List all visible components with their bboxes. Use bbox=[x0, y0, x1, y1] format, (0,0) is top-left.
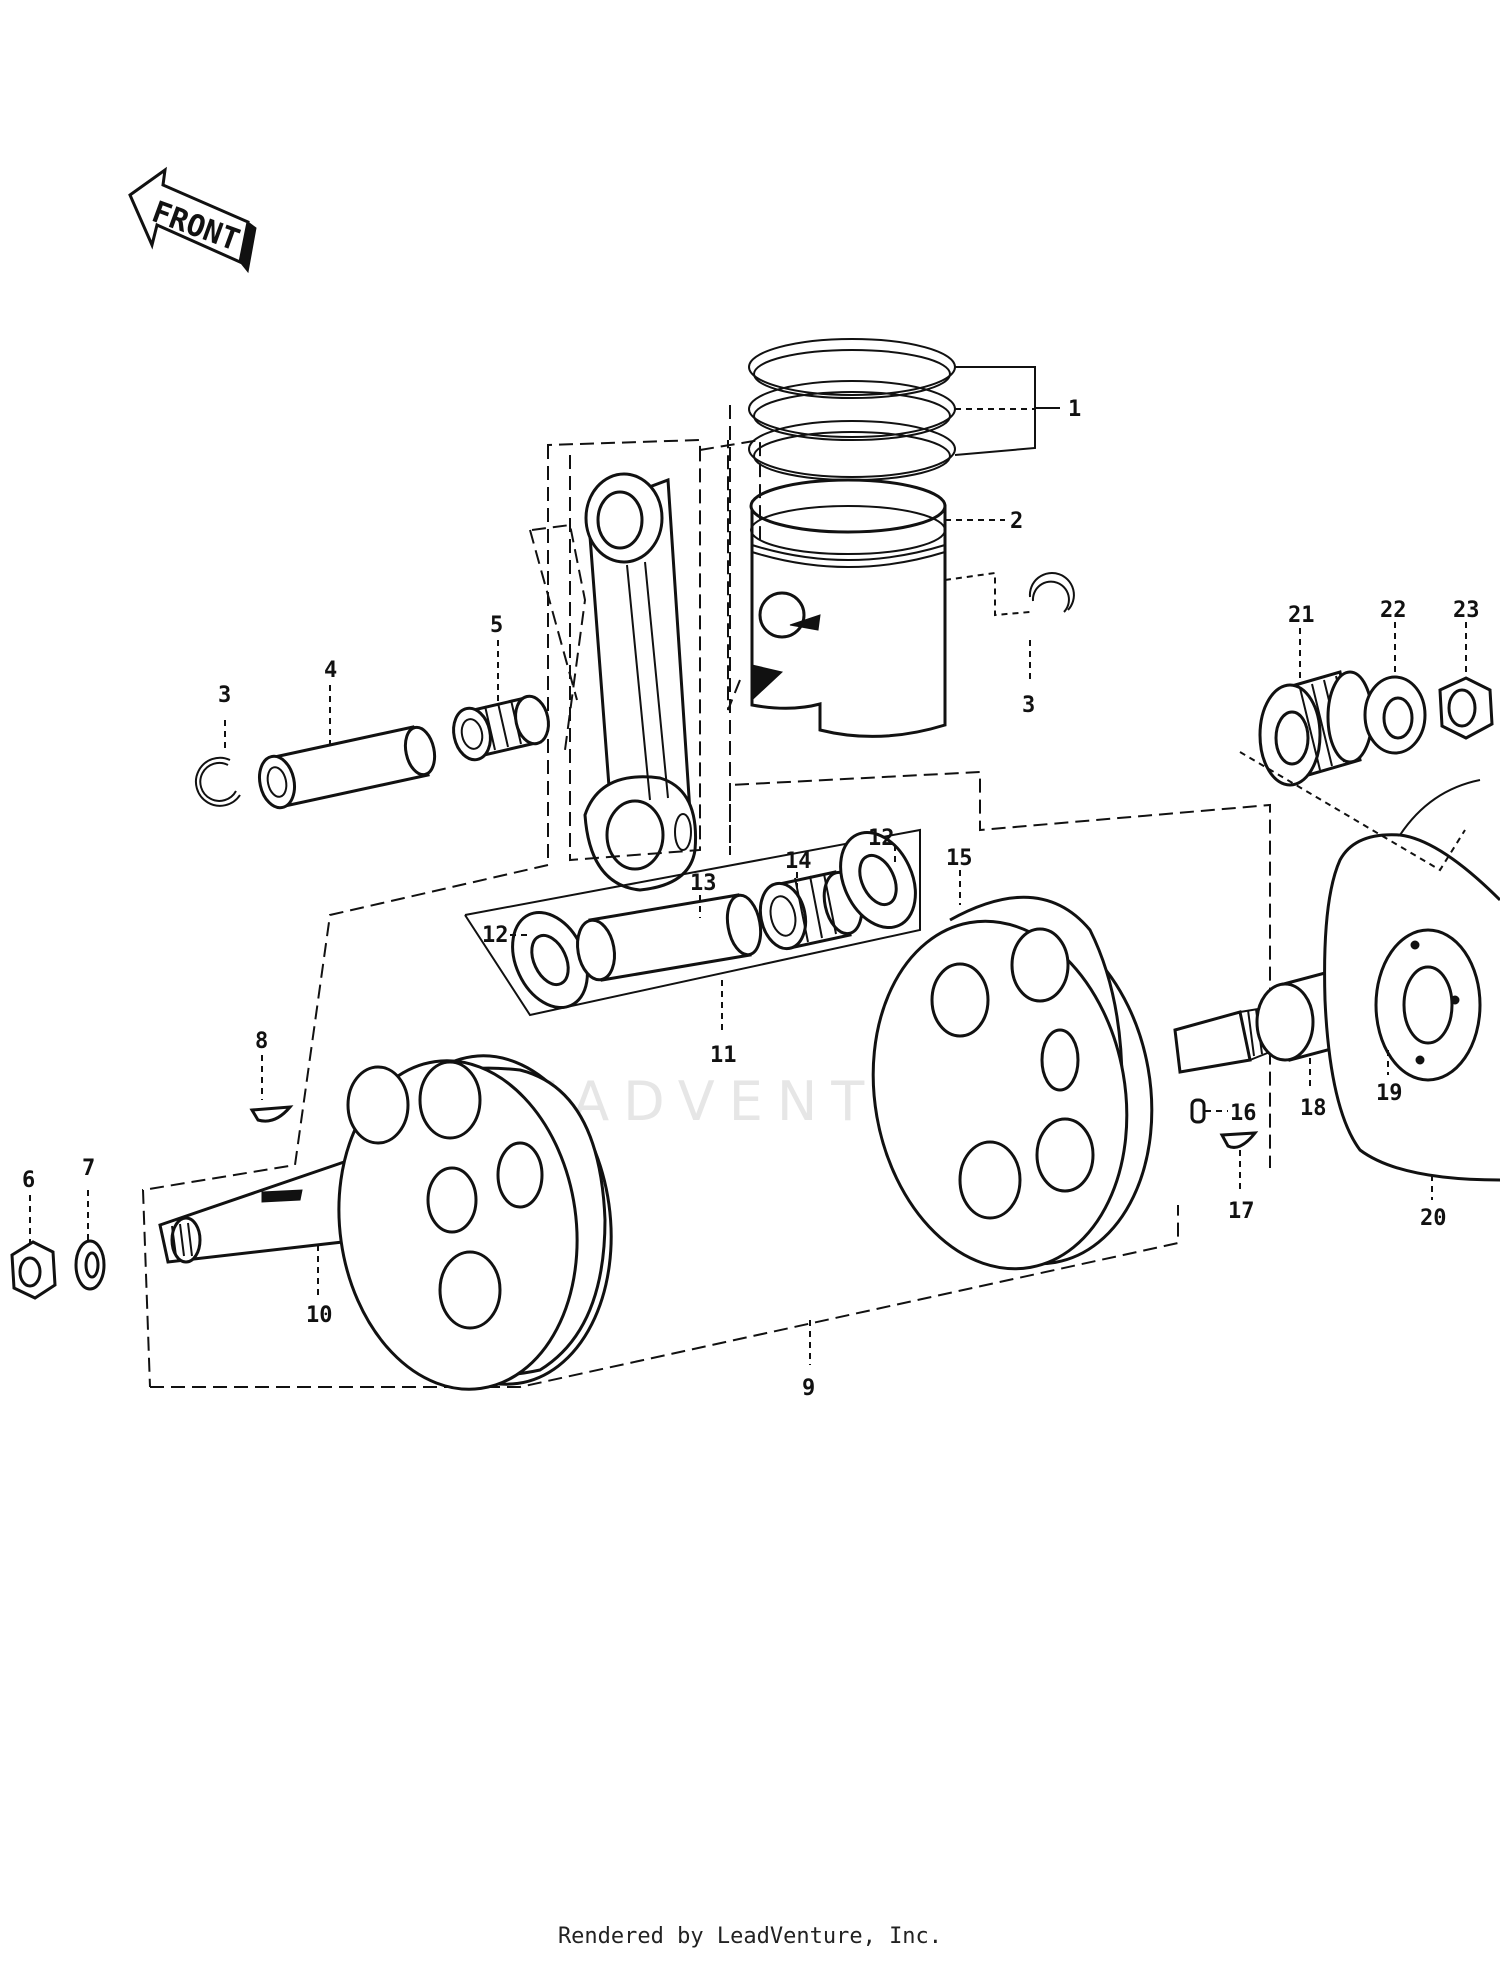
dowel-pin bbox=[1190, 1098, 1206, 1124]
rotary-disc bbox=[1323, 779, 1500, 1182]
assembly-boundary bbox=[141, 405, 1271, 1388]
connecting-rod bbox=[583, 472, 698, 892]
callout-1: 1 bbox=[1068, 397, 1081, 422]
left-flywheel bbox=[158, 1054, 613, 1391]
piston-pin bbox=[258, 725, 437, 810]
callout-5: 5 bbox=[490, 613, 503, 638]
callout-9: 9 bbox=[802, 1376, 815, 1401]
callout-20: 20 bbox=[1420, 1206, 1447, 1231]
thrust-washer-right bbox=[839, 830, 917, 930]
woodruff-key-left bbox=[249, 1105, 294, 1123]
rod-assembly-box bbox=[547, 438, 701, 865]
callout-14: 14 bbox=[785, 849, 812, 874]
callout-3-right: 3 bbox=[1022, 693, 1035, 718]
callout-21: 21 bbox=[1288, 603, 1315, 628]
circlip-right bbox=[1028, 572, 1075, 613]
gear-washer bbox=[1363, 675, 1427, 755]
crank-washer-left bbox=[74, 1239, 106, 1291]
callout-10: 10 bbox=[306, 1303, 333, 1328]
callout-16: 16 bbox=[1230, 1101, 1257, 1126]
leader-lines bbox=[29, 366, 1467, 1365]
front-arrow-icon: FRONT bbox=[128, 166, 257, 274]
callout-4: 4 bbox=[324, 658, 337, 683]
callout-8: 8 bbox=[255, 1029, 268, 1054]
crank-pin bbox=[576, 893, 763, 982]
circlip-left bbox=[194, 756, 241, 807]
woodruff-key-right bbox=[1219, 1131, 1259, 1149]
crank-nut-left bbox=[10, 1240, 57, 1300]
callout-6: 6 bbox=[22, 1168, 35, 1193]
small-end-bearing bbox=[452, 694, 550, 762]
callout-12-left: 12 bbox=[482, 923, 509, 948]
footer-credit: Rendered by LeadVenture, Inc. bbox=[557, 1924, 943, 1949]
callout-2: 2 bbox=[1010, 509, 1023, 534]
callout-22: 22 bbox=[1380, 598, 1407, 623]
callout-15: 15 bbox=[946, 846, 973, 871]
callouts: 1 2 3 3 4 5 6 7 8 9 10 11 12 12 13 14 15… bbox=[22, 397, 1480, 1401]
callout-7: 7 bbox=[82, 1156, 95, 1181]
callout-12-right: 12 bbox=[868, 826, 895, 851]
piston bbox=[749, 478, 947, 738]
callout-23: 23 bbox=[1453, 598, 1480, 623]
callout-17: 17 bbox=[1228, 1199, 1255, 1224]
bearing-box bbox=[464, 828, 921, 1017]
callout-19: 19 bbox=[1376, 1081, 1403, 1106]
crank-gear bbox=[1258, 670, 1374, 787]
thrust-washer-left bbox=[511, 910, 589, 1010]
callout-13: 13 bbox=[690, 871, 717, 896]
callout-3-left: 3 bbox=[218, 683, 231, 708]
callout-18: 18 bbox=[1300, 1096, 1327, 1121]
right-flywheel bbox=[871, 895, 1272, 1271]
piston-rings bbox=[748, 338, 956, 481]
callout-11: 11 bbox=[710, 1043, 737, 1068]
gear-nut bbox=[1438, 676, 1494, 740]
